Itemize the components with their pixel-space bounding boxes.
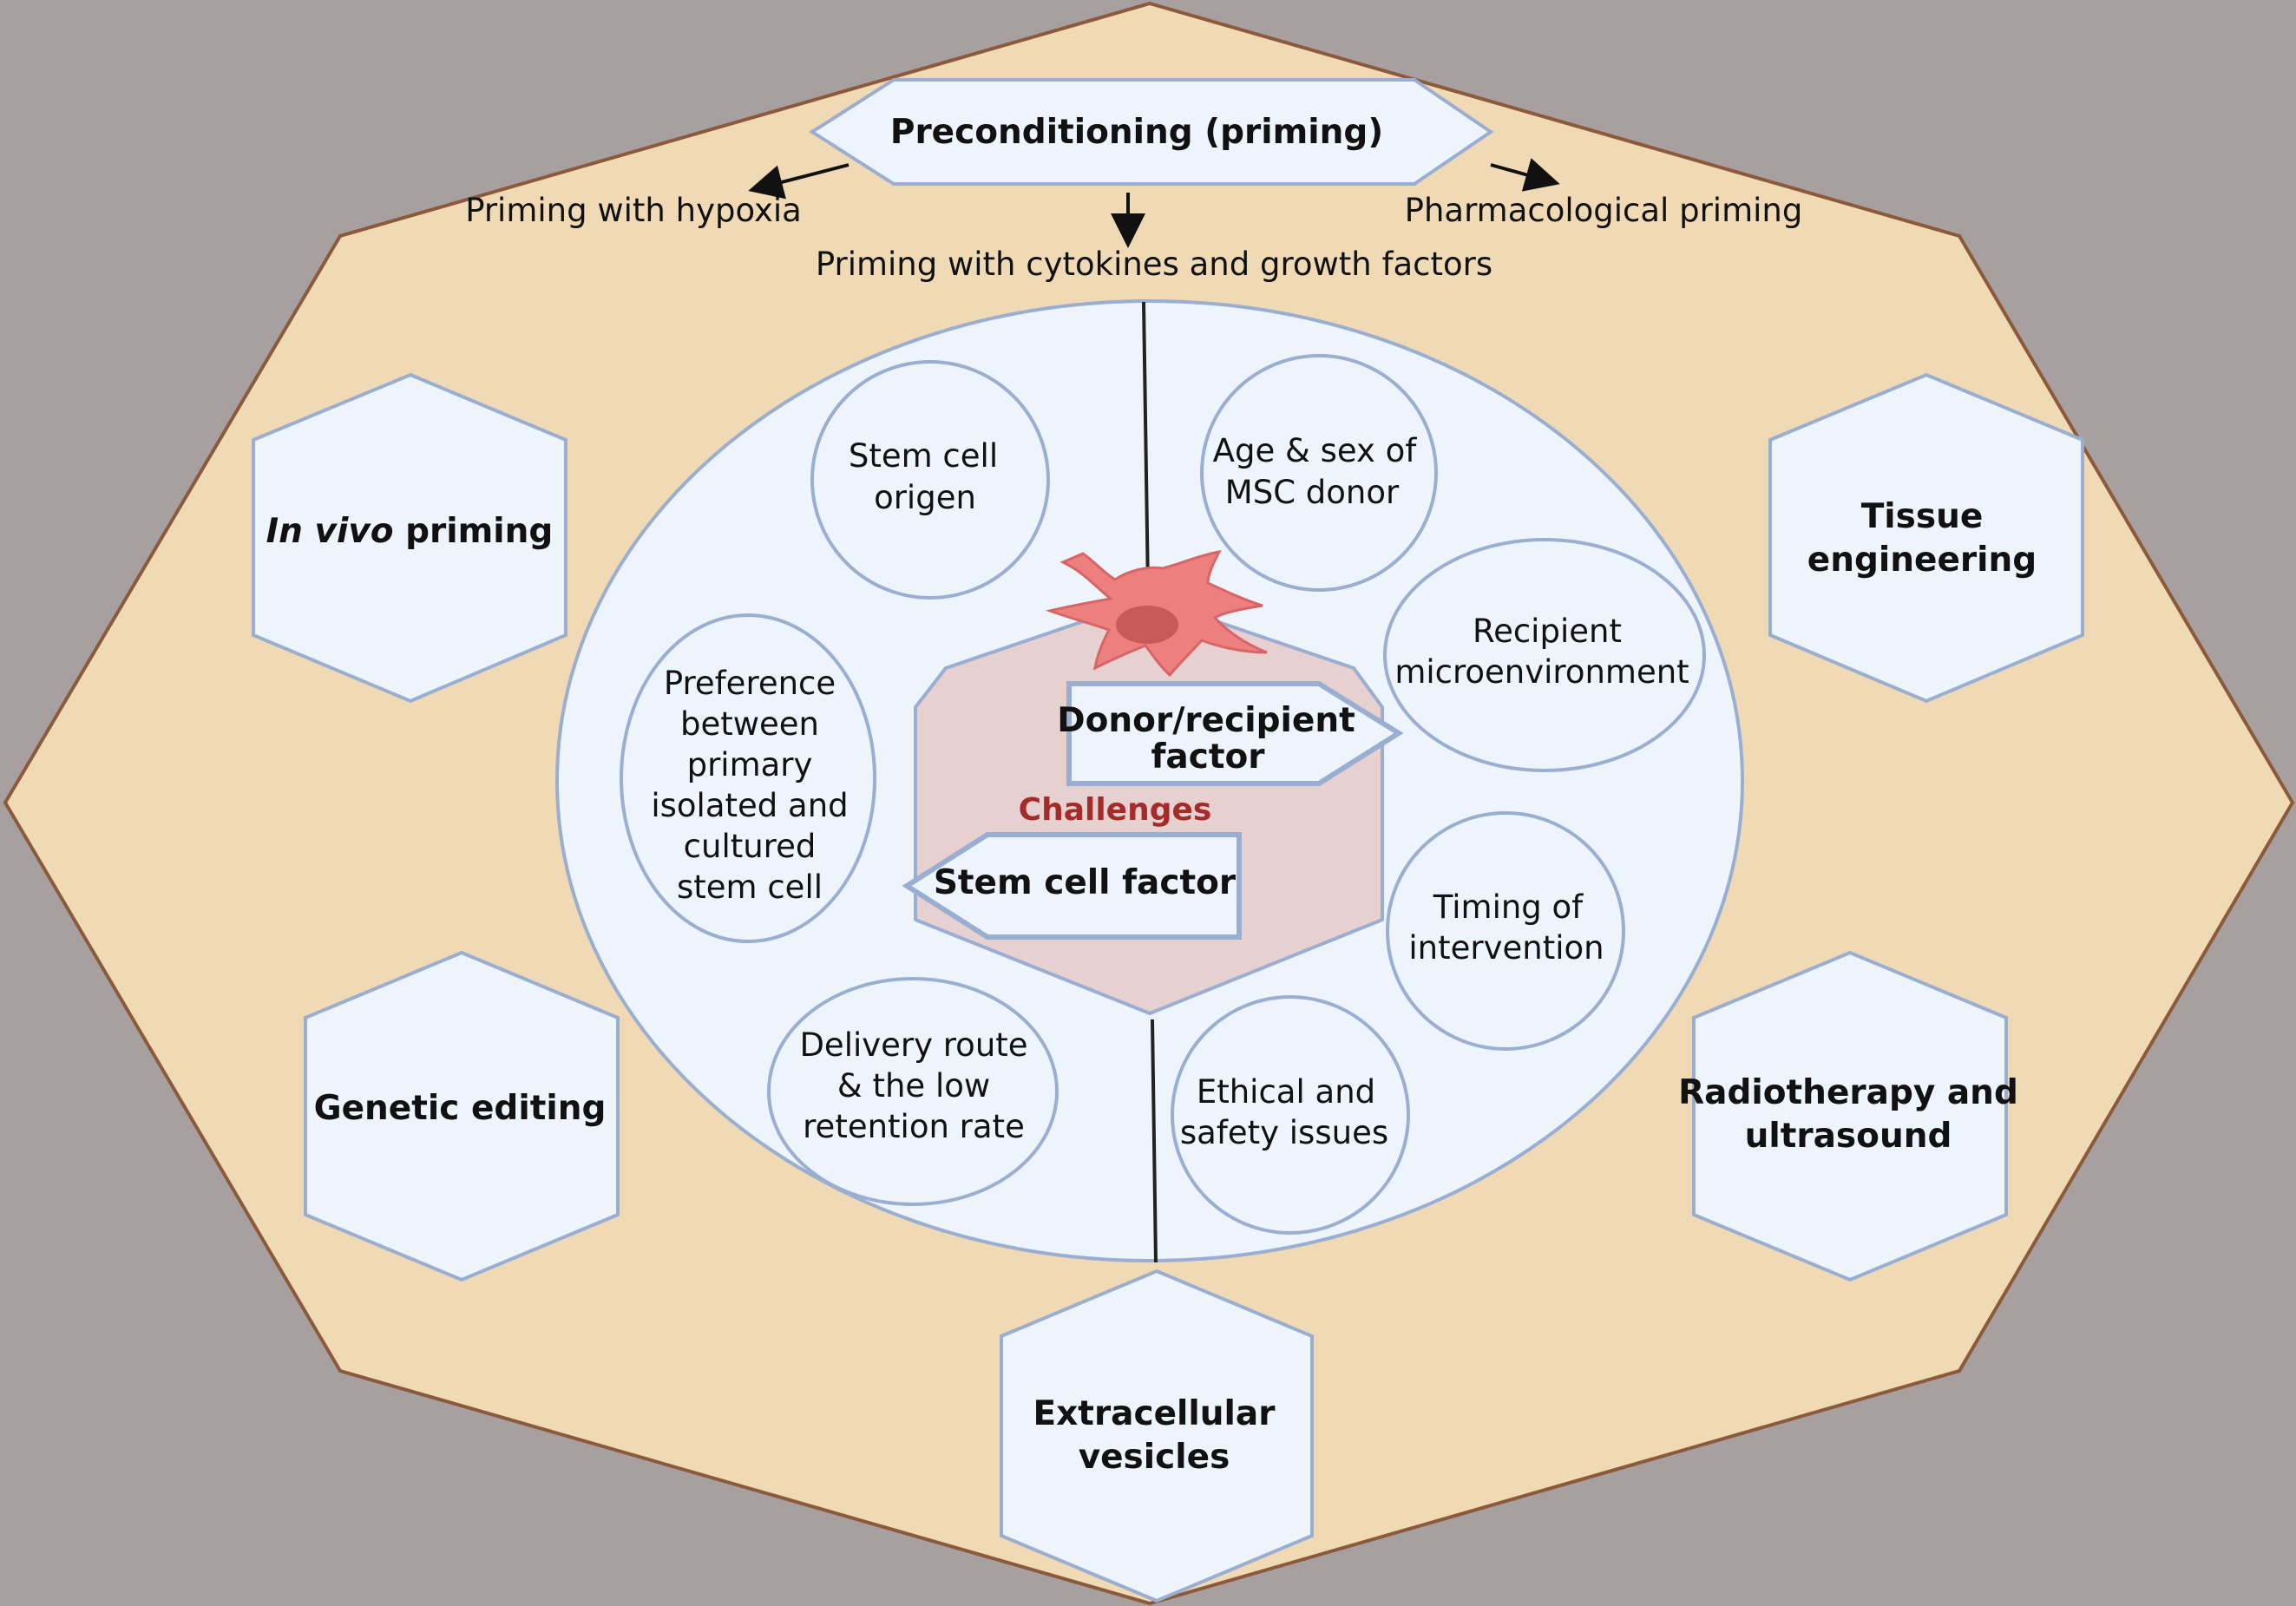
preference-line5: cultured (684, 828, 817, 865)
preference-node: Preference between primary isolated and … (620, 613, 876, 943)
ethical-line1: Ethical and (1197, 1073, 1375, 1111)
preference-line1: Preference (664, 665, 836, 702)
extracellular-vesicles-node: Extracellular vesicles (1000, 1268, 1314, 1603)
priming-arrows (748, 158, 1560, 248)
divider-bottom (1151, 1019, 1158, 1263)
recipient-line1: Recipient (1473, 613, 1622, 650)
donor-factor-line1: Donor/recipient (1057, 701, 1355, 740)
extracellular-vesicles-line1: Extracellular (1033, 1394, 1276, 1433)
in-vivo-priming-node: In vivo priming (252, 372, 567, 704)
priming-cytokines-label: Priming with cytokines and growth factor… (816, 246, 1492, 283)
tissue-engineering-line1: Tissue (1861, 497, 1984, 536)
radiotherapy-node: Radiotherapy and ultrasound (1678, 950, 2018, 1282)
tissue-engineering-node: Tissue engineering (1768, 372, 2084, 704)
donor-recipient-factor-arrow: Donor/recipient factor (1057, 681, 1404, 786)
preference-line4: isolated and (651, 787, 848, 824)
age-sex-node: Age & sex of MSC donor (1200, 354, 1438, 592)
divider-top (1142, 301, 1150, 591)
stem-cell-factor-label: Stem cell factor (934, 863, 1237, 902)
timing-line1: Timing of (1433, 888, 1584, 926)
svg-text:In vivo priming: In vivo priming (266, 512, 554, 551)
genetic-editing-label: Genetic editing (314, 1089, 607, 1128)
ethical-node: Ethical and safety issues (1171, 995, 1410, 1235)
preference-line6: stem cell (677, 869, 823, 906)
age-sex-line2: MSC donor (1225, 474, 1400, 511)
extracellular-vesicles-line2: vesicles (1079, 1438, 1230, 1477)
preconditioning-banner: Preconditioning (priming) (809, 78, 1494, 186)
delivery-line3: retention rate (803, 1108, 1025, 1145)
timing-line2: intervention (1408, 929, 1604, 967)
radiotherapy-line1: Radiotherapy and (1678, 1073, 2018, 1112)
timing-node: Timing of intervention (1386, 811, 1625, 1051)
stem-cell-origen-line1: Stem cell (849, 437, 998, 475)
radiotherapy-line2: ultrasound (1745, 1117, 1952, 1156)
delivery-route-node: Delivery route & the low retention rate (767, 977, 1059, 1206)
pharmacological-arrow (1490, 158, 1560, 192)
challenges-title: Challenges (1019, 792, 1212, 828)
ethical-line2: safety issues (1180, 1114, 1388, 1151)
delivery-line1: Delivery route (799, 1026, 1027, 1064)
age-sex-line1: Age & sex of (1213, 432, 1418, 469)
hypoxia-arrow (748, 163, 850, 200)
in-vivo-rest-text: priming (405, 512, 553, 551)
recipient-microenvironment-node: Recipient microenvironment (1383, 538, 1706, 772)
stem-cell-origen-line2: origen (874, 479, 976, 516)
preconditioning-title: Preconditioning (priming) (890, 113, 1383, 152)
recipient-line2: microenvironment (1394, 653, 1689, 691)
stem-cell-icon (1045, 550, 1268, 678)
priming-pharmacological-label: Pharmacological priming (1405, 192, 1803, 229)
genetic-editing-node: Genetic editing (304, 950, 620, 1282)
tissue-engineering-line2: engineering (1807, 541, 2037, 580)
preference-line2: between (680, 705, 819, 743)
delivery-line2: & the low (837, 1067, 990, 1105)
stem-cell-factor-arrow: Stem cell factor (902, 832, 1242, 940)
preference-line3: primary (687, 746, 813, 783)
in-vivo-italic-text: In vivo (266, 512, 394, 551)
stem-cell-origen-node: Stem cell origen (810, 360, 1050, 600)
priming-hypoxia-label: Priming with hypoxia (465, 192, 802, 229)
donor-factor-line2: factor (1151, 737, 1265, 777)
